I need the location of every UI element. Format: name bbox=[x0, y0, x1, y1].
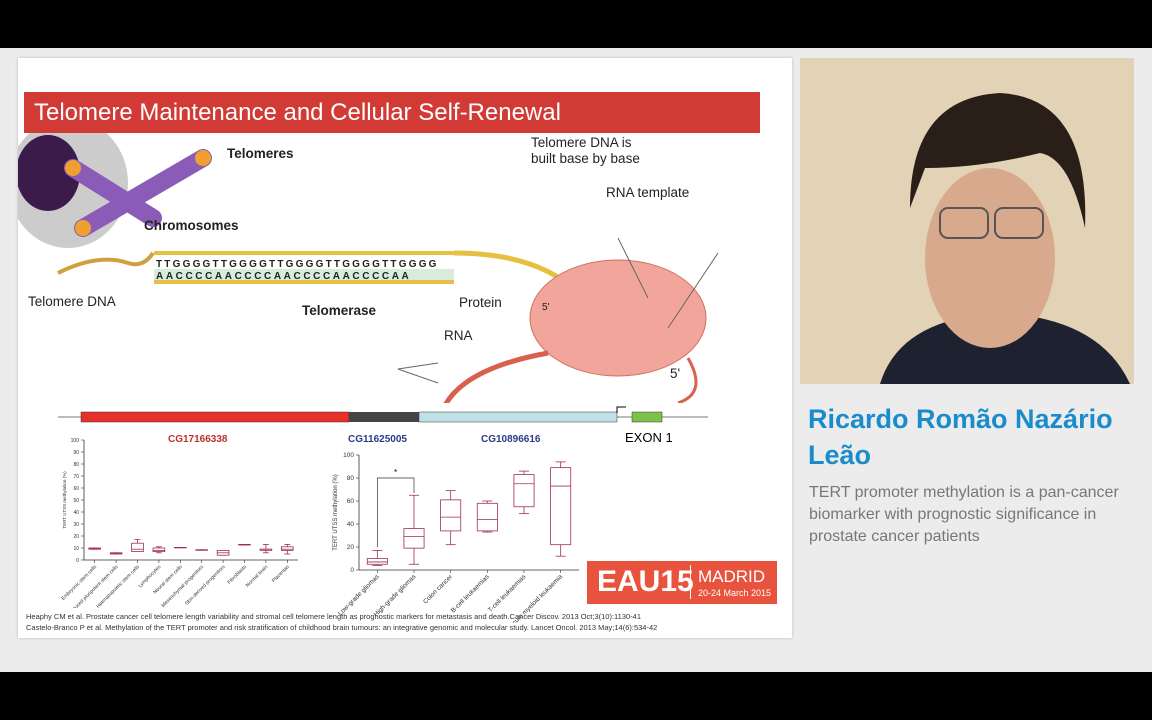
x-tick-label: Fibroblasts bbox=[226, 564, 248, 586]
label-5prime: 5' bbox=[542, 302, 550, 313]
x-tick-label: Haematopoietic stem cells bbox=[95, 564, 141, 608]
y-tick-label: 80 bbox=[347, 475, 355, 482]
x-tick-label: Skin-derived progenitors bbox=[184, 564, 227, 607]
y-axis-label: TERT UTSS methylation (%) bbox=[333, 474, 339, 550]
y-tick-label: 20 bbox=[347, 544, 355, 551]
x-tick-label: Placentas bbox=[271, 564, 291, 584]
label-telomerase: Telomerase bbox=[302, 303, 377, 318]
label-rna-template: RNA template bbox=[606, 185, 690, 200]
y-tick-label: 70 bbox=[73, 474, 79, 480]
sequence-bottom: AACCCCAACCCCAACCCCAACCCCAA bbox=[156, 271, 411, 282]
y-tick-label: 40 bbox=[347, 521, 355, 528]
label-built-2: built base by base bbox=[531, 151, 640, 166]
y-tick-label: 100 bbox=[71, 438, 80, 444]
y-tick-label: 30 bbox=[73, 522, 79, 528]
x-tick-label: B-cell leukaemias bbox=[450, 573, 491, 614]
label-chromosomes: Chromosomes bbox=[144, 218, 239, 233]
y-tick-label: 100 bbox=[343, 452, 354, 459]
label-protein: Protein bbox=[459, 295, 502, 310]
label-rna: RNA bbox=[444, 328, 473, 343]
y-axis-label: TERT UTSS methylation (%) bbox=[62, 471, 67, 529]
box bbox=[550, 467, 572, 546]
logo-city: MADRID bbox=[698, 567, 766, 586]
gene-map bbox=[58, 406, 708, 423]
telomerase-enzyme bbox=[529, 259, 707, 377]
y-tick-label: 0 bbox=[350, 567, 354, 574]
x-tick-label: Embryonic stem cells bbox=[60, 564, 98, 602]
label-telomere-dna: Telomere DNA bbox=[28, 294, 116, 309]
x-tick-label: Mesenchymal progenitors bbox=[160, 564, 205, 608]
dna-helix bbox=[57, 251, 155, 275]
significance-bracket bbox=[376, 477, 415, 547]
video-stage: Telomere Maintenance and Cellular Self-R… bbox=[0, 48, 1152, 672]
box bbox=[152, 547, 166, 552]
y-tick-label: 10 bbox=[73, 546, 79, 552]
significance-annotation: * bbox=[394, 468, 397, 477]
box bbox=[403, 528, 425, 549]
y-tick-label: 50 bbox=[73, 498, 79, 504]
x-tick-label: T-cell leukaemias bbox=[487, 573, 528, 614]
speaker-name: Ricardo Romão Nazário Leão bbox=[808, 404, 1113, 470]
y-tick-label: 60 bbox=[73, 486, 79, 492]
y-tick-label: 20 bbox=[73, 534, 79, 540]
label-cg1: CG17166338 bbox=[168, 434, 228, 445]
label-exon1: EXON 1 bbox=[625, 430, 673, 445]
box bbox=[366, 558, 388, 565]
box bbox=[131, 542, 144, 552]
exon-1-box bbox=[631, 411, 663, 423]
y-tick-label: 40 bbox=[73, 510, 79, 516]
y-tick-label: 0 bbox=[76, 558, 79, 564]
promoter-region-blue bbox=[418, 411, 618, 423]
promoter-region-red bbox=[80, 411, 350, 423]
y-tick-label: 90 bbox=[73, 450, 79, 456]
cpg-region bbox=[349, 412, 419, 422]
x-tick-label: Normal brain bbox=[245, 564, 270, 589]
label-cg3: CG10896616 bbox=[481, 434, 541, 445]
y-tick-label: 80 bbox=[73, 462, 79, 468]
label-telomeres: Telomeres bbox=[227, 146, 294, 161]
tss-arrow-icon bbox=[616, 406, 626, 413]
speaker-video bbox=[800, 58, 1134, 384]
label-built: Telomere DNA is bbox=[531, 135, 632, 150]
logo-text: EAU15 bbox=[597, 565, 694, 598]
chromosome-image bbox=[74, 149, 212, 237]
eau15-logo: EAU15 MADRID 20-24 March 2015 bbox=[587, 561, 777, 604]
talk-title: TERT promoter methylation is a pan-cance… bbox=[809, 484, 1119, 545]
label-cg2: CG11625005 bbox=[348, 434, 407, 445]
reference-1: Heaphy CM et al. Prostate cancer cell te… bbox=[26, 612, 642, 621]
box bbox=[440, 499, 462, 532]
sequence-top: TTGGGGTTGGGGTTGGGGTTGGGGTTGGGG bbox=[156, 259, 439, 270]
reference-2: Castelo-Branco P et al. Methylation of t… bbox=[26, 623, 658, 632]
logo-dates: 20-24 March 2015 bbox=[698, 588, 772, 598]
label-5prime-2: 5' bbox=[670, 366, 681, 381]
box bbox=[513, 474, 535, 508]
box bbox=[476, 502, 498, 532]
slide-title: Telomere Maintenance and Cellular Self-R… bbox=[24, 92, 760, 133]
x-tick-label: Colon cancer bbox=[422, 573, 455, 606]
presentation-slide: Telomere Maintenance and Cellular Self-R… bbox=[18, 58, 792, 638]
y-tick-label: 60 bbox=[347, 498, 355, 505]
telomere-diagram: TTGGGGTTGGGGTTGGGGTTGGGGTTGGGG AACCCCAAC… bbox=[18, 133, 719, 403]
box bbox=[281, 546, 294, 551]
